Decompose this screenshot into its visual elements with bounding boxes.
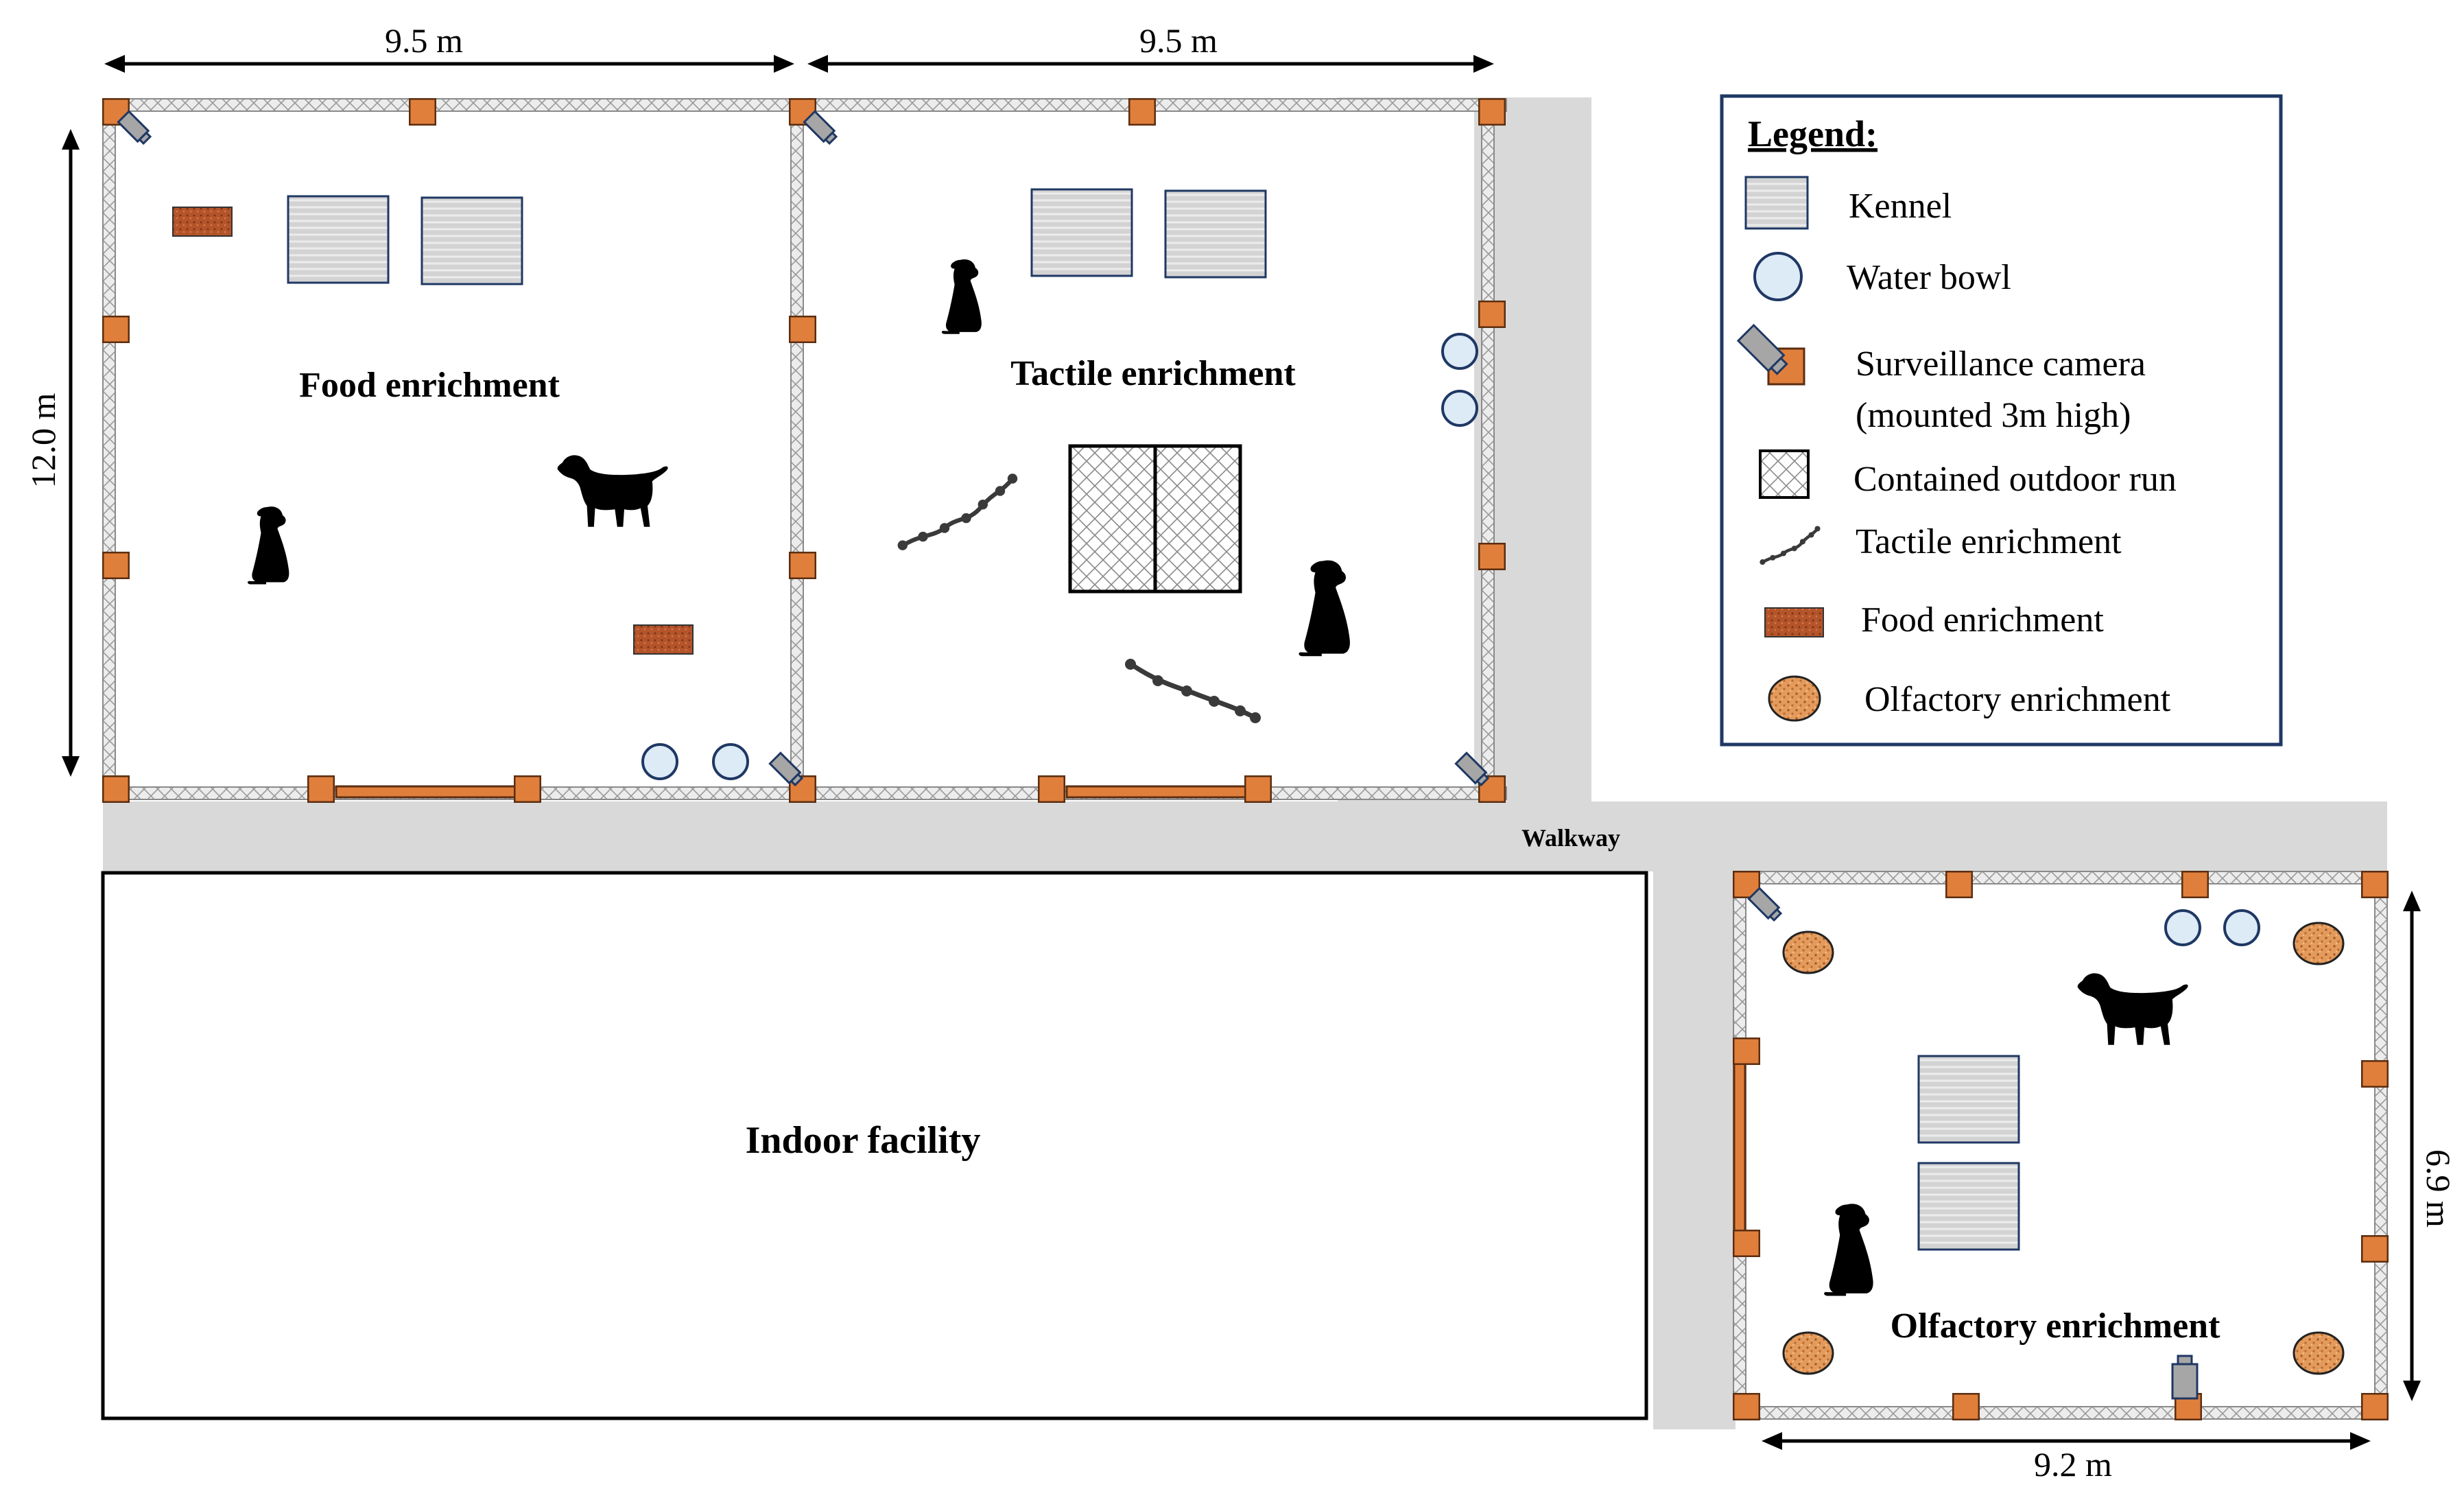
olfactory-height-label: 6.9 m xyxy=(2419,1149,2458,1228)
indoor-facility xyxy=(101,871,1648,1420)
legend-label-camera-note: (mounted 3m high) xyxy=(1856,396,2131,435)
kennel-icon xyxy=(1164,189,1267,279)
outdoor-run-icon xyxy=(1759,449,1810,499)
kennel-icon xyxy=(1030,188,1133,277)
gate xyxy=(1733,1062,1746,1237)
water-bowl-icon xyxy=(1441,333,1478,370)
olfactory-pad-icon xyxy=(1782,930,1834,974)
legend-label-food: Food enrichment xyxy=(1861,600,2104,640)
legend-label-camera: Surveillance camera xyxy=(1856,344,2146,384)
food-block-icon xyxy=(633,624,694,655)
dimension-tactile-width xyxy=(807,55,1494,73)
dimension-olfactory-width xyxy=(1762,1432,2371,1450)
camera-icon xyxy=(1736,323,1805,386)
dimension-food-width xyxy=(104,55,794,73)
legend-label-outdoor-run: Contained outdoor run xyxy=(1853,460,2177,499)
rope-icon xyxy=(1125,659,1261,723)
legend-label-water-bowl: Water bowl xyxy=(1847,258,2011,297)
walkway-label: Walkway xyxy=(1521,824,1620,852)
gate xyxy=(1065,785,1257,799)
legend: Legend: Kennel Water bowl Surveillance c… xyxy=(1720,94,2283,747)
water-bowl-icon xyxy=(641,743,678,780)
legend-label-kennel: Kennel xyxy=(1849,187,1952,226)
legend-title: Legend: xyxy=(1748,113,1877,154)
indoor-facility-label: Indoor facility xyxy=(746,1119,981,1162)
food-width-label: 9.5 m xyxy=(385,21,463,60)
water-bowl-icon xyxy=(712,743,749,780)
olfactory-width-label: 9.2 m xyxy=(2034,1445,2112,1484)
kennel-icon xyxy=(1744,176,1809,230)
food-block-icon xyxy=(1764,607,1824,637)
legend-label-olfactory: Olfactory enrichment xyxy=(1864,680,2171,719)
water-bowl-icon xyxy=(2164,909,2201,946)
food-block-icon xyxy=(172,207,233,237)
rope-icon xyxy=(1760,526,1821,565)
tactile-enrichment-label: Tactile enrichment xyxy=(1010,354,1296,393)
olfactory-pad-icon xyxy=(1768,675,1821,722)
contained-outdoor-run xyxy=(1068,444,1242,594)
olfactory-pad-icon xyxy=(2293,922,2345,965)
kennel-icon xyxy=(1917,1162,2020,1251)
legend-label-tactile: Tactile enrichment xyxy=(1856,522,2122,561)
water-bowl-icon xyxy=(1753,252,1803,301)
kennel-icon xyxy=(420,196,523,285)
kennel-icon xyxy=(287,195,390,284)
dimension-olfactory-height xyxy=(2403,891,2421,1401)
olfactory-enrichment-run xyxy=(1733,871,2388,1420)
camera-icon xyxy=(2171,1355,2199,1400)
water-bowl-icon xyxy=(2223,909,2260,946)
olfactory-pad-icon xyxy=(2293,1331,2345,1375)
dimension-height xyxy=(62,129,80,777)
olfactory-enrichment-label: Olfactory enrichment xyxy=(1891,1306,2221,1346)
olfactory-pad-icon xyxy=(1782,1331,1834,1375)
height-label: 12.0 m xyxy=(24,392,62,488)
gate xyxy=(335,785,526,799)
water-bowl-icon xyxy=(1441,390,1478,427)
kennel-icon xyxy=(1917,1055,2020,1144)
tactile-width-label: 9.5 m xyxy=(1139,21,1218,60)
food-enrichment-label: Food enrichment xyxy=(299,366,560,405)
